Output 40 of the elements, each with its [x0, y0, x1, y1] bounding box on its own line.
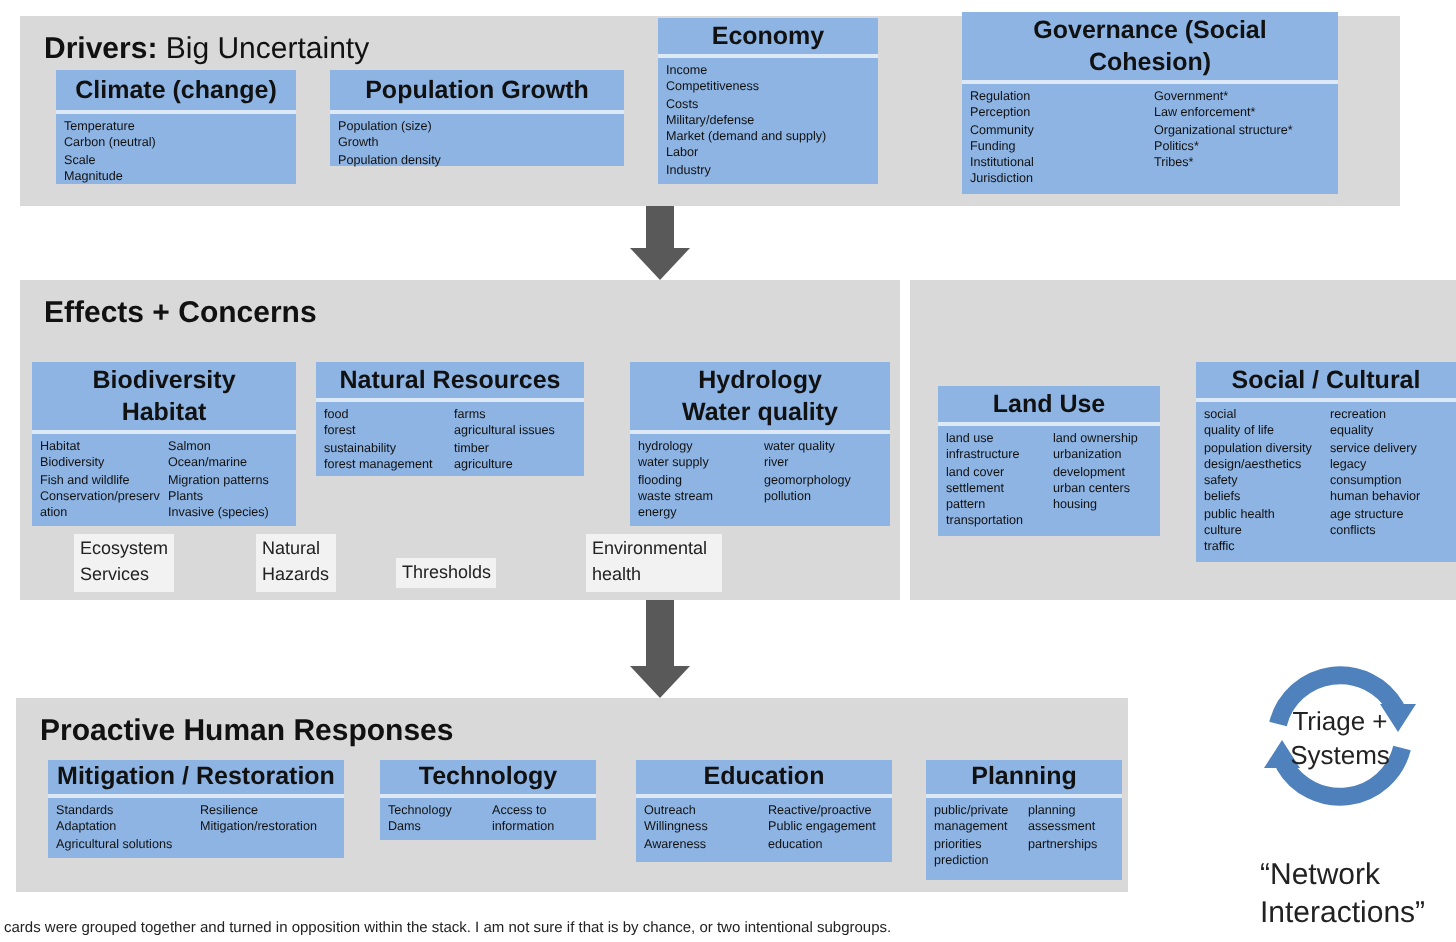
section-panel — [910, 280, 1456, 600]
category-card — [962, 12, 1338, 194]
category-card — [630, 362, 890, 526]
category-card — [316, 362, 584, 476]
section-panel — [16, 698, 1128, 892]
card-heading: Technology — [380, 760, 596, 798]
card-heading: Mitigation / Restoration — [48, 760, 344, 798]
flow-arrow — [630, 206, 690, 280]
concept-tag: Environmental health — [586, 534, 722, 592]
category-card — [48, 760, 344, 858]
card-heading: Education — [636, 760, 892, 798]
category-card — [926, 760, 1122, 880]
card-heading: Social / Cultural — [1196, 362, 1456, 402]
concept-tag: Ecosystem Services — [74, 534, 174, 592]
card-heading: Natural Resources — [316, 362, 584, 402]
card-heading: Population Growth — [330, 70, 624, 114]
section-title: Effects + Concerns — [44, 296, 317, 330]
section-title: Proactive Human Responses — [40, 714, 454, 748]
category-card — [56, 70, 296, 184]
caption-text: “Network Interactions” — [1260, 856, 1428, 932]
section-panel — [20, 280, 900, 600]
category-card — [32, 362, 296, 526]
category-card — [658, 18, 878, 184]
flow-arrow — [630, 600, 690, 698]
section-panel — [20, 16, 1400, 206]
category-card — [380, 760, 596, 840]
card-heading: Planning — [926, 760, 1122, 798]
category-card — [938, 386, 1160, 536]
card-heading: Land Use — [938, 386, 1160, 426]
card-heading: Biodiversity Habitat — [32, 362, 296, 434]
concept-tag: Thresholds — [396, 558, 496, 588]
concept-tag: Natural Hazards — [256, 534, 336, 592]
card-heading: Hydrology Water quality — [630, 362, 890, 434]
card-heading: Climate (change) — [56, 70, 296, 114]
card-heading: Governance (Social Cohesion) — [962, 12, 1338, 84]
category-card — [1196, 362, 1456, 562]
category-card — [330, 70, 624, 166]
card-heading: Economy — [658, 18, 878, 58]
category-card — [636, 760, 892, 862]
section-title: Drivers: Big Uncertainty — [44, 32, 370, 66]
